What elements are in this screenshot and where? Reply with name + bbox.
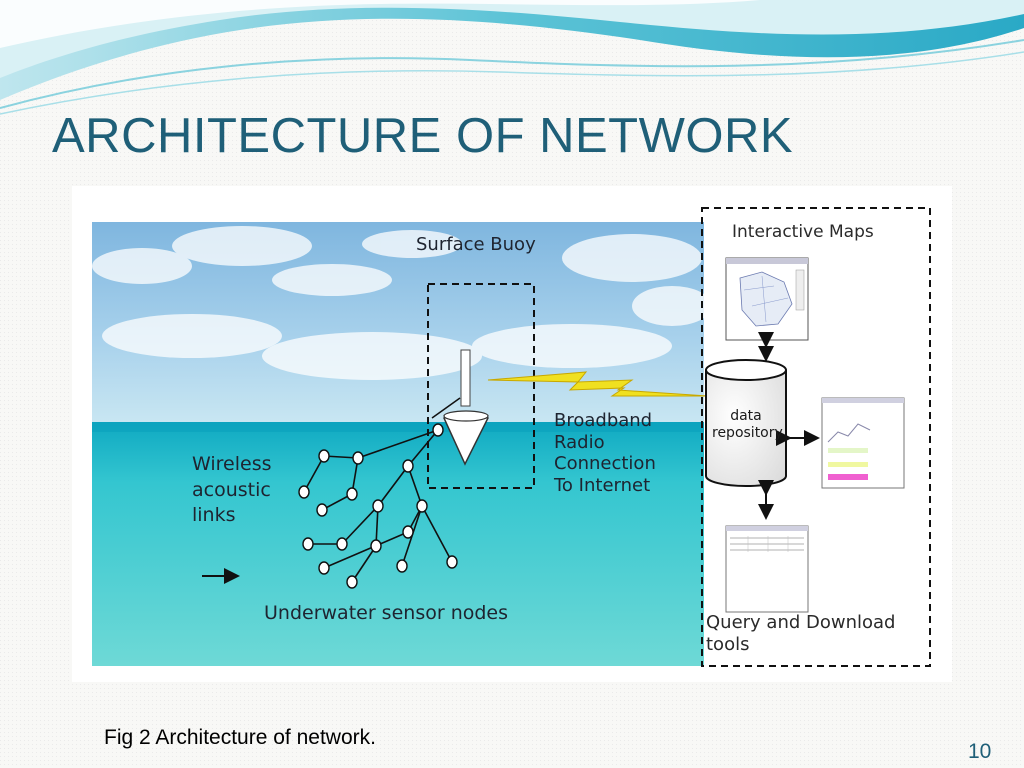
interactive-map-thumbnail xyxy=(725,257,809,341)
header-wave xyxy=(0,0,1024,115)
data-services-box xyxy=(701,207,931,667)
query-line-2: tools xyxy=(706,633,750,655)
query-tools-thumbnail xyxy=(725,525,809,613)
data-repository-icon xyxy=(705,359,787,487)
sensor-nodes-label: Underwater sensor nodes xyxy=(264,602,509,624)
architecture-diagram xyxy=(92,207,931,667)
broadband-line-1: Broadband xyxy=(554,410,653,431)
network-architecture-figure: Surface Buoy Broadband Radio Connection … xyxy=(72,186,952,682)
buoy-icon xyxy=(431,349,490,466)
data-repository-label: data repository xyxy=(712,408,783,442)
surface-buoy-box xyxy=(427,283,535,489)
broadband-line-2: Radio xyxy=(554,431,605,453)
surface-buoy-label: Surface Buoy xyxy=(416,234,536,255)
query-tools-label: Query and Download tools xyxy=(706,612,895,655)
sensor-nodes xyxy=(298,423,458,589)
repository-line-2: repository xyxy=(712,424,783,441)
wireless-line-3: links xyxy=(192,504,236,527)
chart-thumbnail xyxy=(821,397,905,489)
broadband-line-4: To Internet xyxy=(554,474,651,496)
broadband-label: Broadband Radio Connection To Internet xyxy=(554,410,656,496)
repository-line-1: data xyxy=(730,408,762,424)
ocean-scene xyxy=(92,222,712,666)
wireless-acoustic-label: Wireless acoustic links xyxy=(192,452,272,529)
page-number: 10 xyxy=(968,740,992,763)
interactive-maps-label: Interactive Maps xyxy=(732,222,874,242)
slide-title: ARCHITECTURE OF NETWORK xyxy=(52,109,794,163)
wireless-line-1: Wireless xyxy=(192,453,272,475)
figure-caption: Fig 2 Architecture of network. xyxy=(104,726,376,749)
wireless-line-2: acoustic xyxy=(192,478,271,501)
broadband-line-3: Connection xyxy=(554,453,656,475)
repository-connectors xyxy=(758,332,820,520)
query-line-1: Query and Download xyxy=(706,612,896,633)
